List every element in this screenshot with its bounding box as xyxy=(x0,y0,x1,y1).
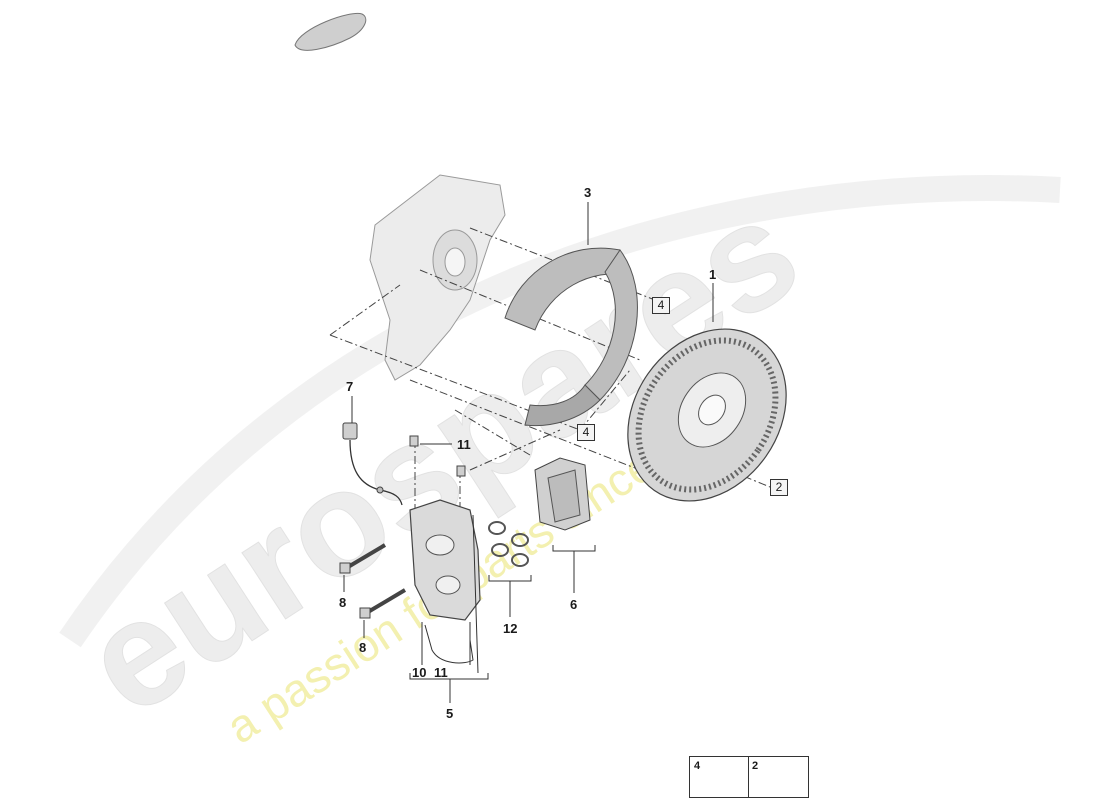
callout-1: 1 xyxy=(709,267,717,282)
callout-6: 6 xyxy=(570,597,578,612)
seal-rings xyxy=(488,521,529,567)
brake-caliper-part xyxy=(409,499,481,664)
cap-part xyxy=(294,12,367,51)
fastener-legend: 4 2 xyxy=(689,756,809,798)
ref-box-4-upper: 4 xyxy=(652,297,670,314)
callout-11-top: 11 xyxy=(457,437,471,452)
caliper-bolt-upper xyxy=(339,543,387,574)
leader-lines xyxy=(343,202,714,703)
ref-box-2: 2 xyxy=(770,479,788,496)
legend-number-4: 4 xyxy=(694,760,701,772)
callout-5: 5 xyxy=(446,706,454,721)
callout-7: 7 xyxy=(346,379,354,394)
caliper-bolt-lower xyxy=(359,588,407,619)
legend-divider xyxy=(748,757,749,797)
brake-disc-part xyxy=(627,328,787,502)
dust-shield-part xyxy=(504,247,638,427)
watermark-swoosh xyxy=(59,175,1061,648)
callout-11-bottom: 11 xyxy=(434,665,448,680)
callout-3: 3 xyxy=(584,185,592,200)
assembly-lines xyxy=(329,227,771,510)
callout-12: 12 xyxy=(503,621,518,636)
brake-pads-part xyxy=(534,457,591,531)
callout-8-lower: 8 xyxy=(359,640,367,655)
callout-8-upper: 8 xyxy=(339,595,347,610)
ref-box-4-lower: 4 xyxy=(577,424,595,441)
legend-number-2: 2 xyxy=(752,760,759,772)
wear-sensor-part xyxy=(342,422,403,506)
bleeder-valves xyxy=(409,435,466,477)
callout-10: 10 xyxy=(412,665,427,680)
